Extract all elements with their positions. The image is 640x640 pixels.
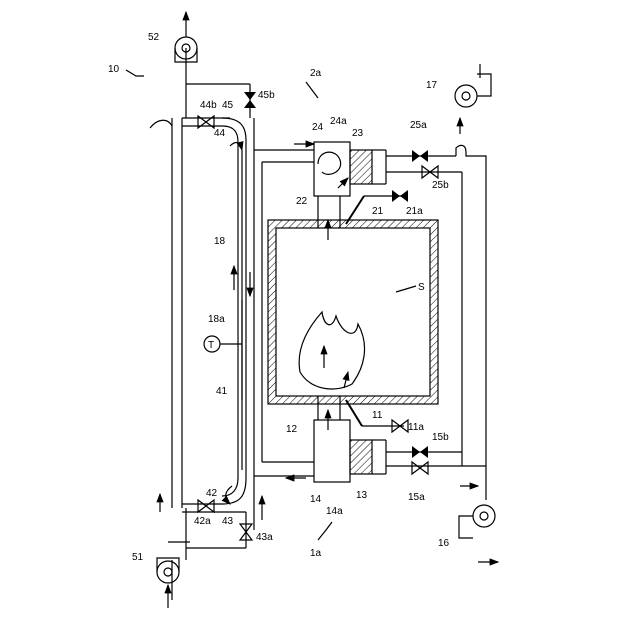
leader-10 <box>126 70 144 76</box>
system-label: 10 <box>108 64 120 75</box>
valve-25b-label: 25b <box>432 180 449 191</box>
pipe-43-label: 43 <box>222 516 234 527</box>
fan-16-label: 16 <box>438 538 450 549</box>
regenerator-24 <box>314 142 350 196</box>
fan-16-icon <box>459 505 498 562</box>
leader-2a <box>306 82 318 98</box>
duct-22-label: 22 <box>296 196 308 207</box>
valve-45b-label: 45b <box>258 90 275 101</box>
valve-42a-label: 42a <box>194 516 211 527</box>
flow-arrow-curve <box>150 120 172 128</box>
thermometer-icon: T <box>204 336 220 352</box>
fan-51-label: 51 <box>132 552 144 563</box>
fuel-header-right <box>456 145 486 466</box>
fan-17-icon <box>455 64 491 107</box>
regen-14a-label: 14a <box>326 506 343 517</box>
valve-15a-icon <box>412 462 428 474</box>
valve-44b-label: 44b <box>200 100 217 111</box>
regen-13-label: 13 <box>356 490 368 501</box>
space-label: S <box>418 282 425 293</box>
regenerator-13-hatch <box>350 440 372 474</box>
regen-14-label: 14 <box>310 494 322 505</box>
valve-21a-label: 21a <box>406 206 423 217</box>
duct-12-label: 12 <box>286 424 298 435</box>
flow-arrow-44 <box>230 143 242 150</box>
valve-45b-icon <box>244 92 256 108</box>
valve-15b-label: 15b <box>432 432 449 443</box>
valve-15a-label: 15a <box>408 492 425 503</box>
fan-52-label: 52 <box>148 32 160 43</box>
fan-17-label: 17 <box>426 80 438 91</box>
burner-21-label: 21 <box>372 206 384 217</box>
flow-arrow-24 <box>338 178 348 188</box>
valve-42a-icon <box>198 500 214 512</box>
unit-1a-label: 1a <box>310 548 322 559</box>
regen-24-label: 24 <box>312 122 324 133</box>
regenerator-14 <box>314 420 350 482</box>
valve-11a-label: 11a <box>408 422 424 433</box>
furnace-chamber <box>268 220 438 404</box>
leader-1a <box>318 522 332 540</box>
regen-23-label: 23 <box>352 128 364 139</box>
duct-18-label: 18 <box>214 236 226 247</box>
unit-2a-label: 2a <box>310 68 322 79</box>
valve-15b-icon <box>412 446 428 458</box>
sensor-18a-label: 18a <box>208 314 225 325</box>
pipe-44-label: 44 <box>214 128 226 139</box>
fan-51-icon <box>157 558 179 608</box>
pipe-44 <box>222 126 238 478</box>
thermometer-symbol: T <box>208 340 214 351</box>
burner-11-label: 11 <box>372 410 383 421</box>
pipe-45-label: 45 <box>222 100 234 111</box>
duct-41-label: 41 <box>216 386 228 397</box>
regen-24a-label: 24a <box>330 116 347 127</box>
valve-25a-icon <box>412 150 428 162</box>
pipe-42-label: 42 <box>206 488 218 499</box>
valve-43a-label: 43a <box>256 532 273 543</box>
valve-21a-icon <box>392 190 408 202</box>
main-duct <box>172 48 186 600</box>
burner-24-icon <box>318 152 341 174</box>
regenerator-23-hatch <box>350 150 372 184</box>
valve-25a-label: 25a <box>410 120 427 131</box>
